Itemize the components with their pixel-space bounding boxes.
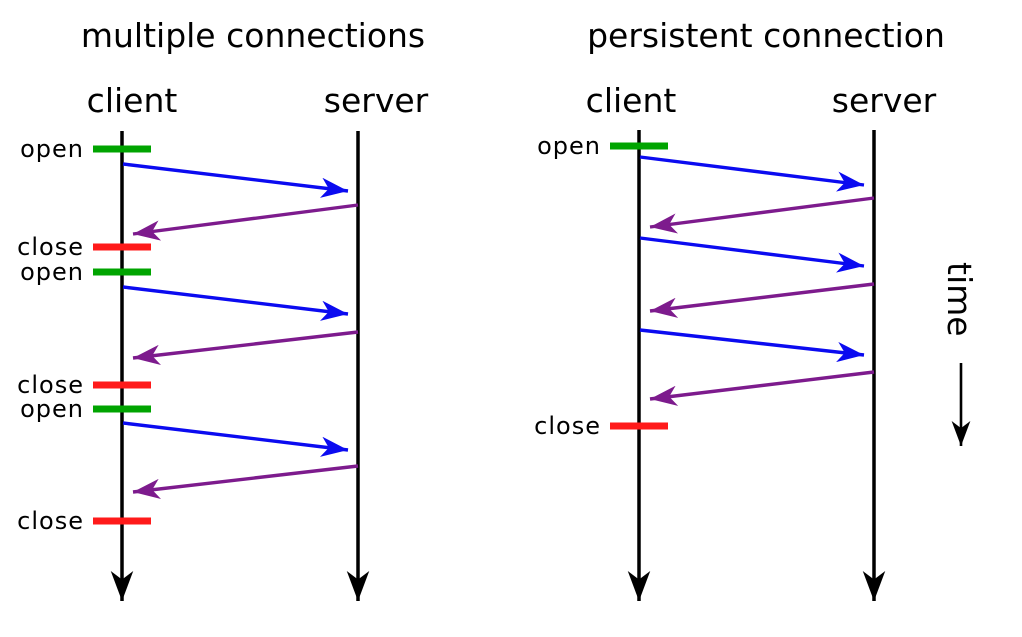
open-marker-bar: [610, 142, 668, 150]
actor-label-client-right: client: [586, 81, 677, 120]
close-marker-bar: [610, 422, 668, 430]
response-arrow: [649, 370, 875, 406]
close-marker-bar: [93, 243, 151, 251]
diagram-title-persistent-connection: persistent connection: [587, 16, 945, 55]
close-marker-bar: [93, 381, 151, 389]
response-arrow: [649, 282, 875, 318]
open-label: open: [537, 132, 601, 160]
request-arrow: [639, 236, 865, 273]
request-arrow: [639, 328, 865, 363]
actor-label-server-right: server: [832, 81, 937, 120]
request-arrow: [639, 155, 865, 192]
open-label: open: [20, 135, 84, 163]
open-label: open: [20, 395, 84, 423]
response-arrow: [132, 330, 359, 365]
close-label: close: [17, 371, 84, 399]
request-arrow: [122, 285, 349, 321]
request-arrow: [122, 421, 349, 457]
close-marker-bar: [93, 517, 151, 525]
open-marker-bar: [93, 268, 151, 276]
actor-label-server-left: server: [324, 81, 429, 120]
open-label: open: [20, 258, 84, 286]
open-marker-bar: [93, 145, 151, 153]
actor-label-client-left: client: [87, 81, 178, 120]
response-arrow: [132, 203, 359, 241]
request-arrow: [122, 162, 349, 198]
close-label: close: [17, 233, 84, 261]
close-label: close: [17, 507, 84, 535]
response-arrow: [649, 196, 875, 234]
time-axis-label: time: [940, 262, 979, 337]
response-arrow: [132, 464, 359, 499]
diagram-title-multiple-connections: multiple connections: [81, 16, 425, 55]
open-marker-bar: [93, 405, 151, 413]
close-label: close: [534, 412, 601, 440]
